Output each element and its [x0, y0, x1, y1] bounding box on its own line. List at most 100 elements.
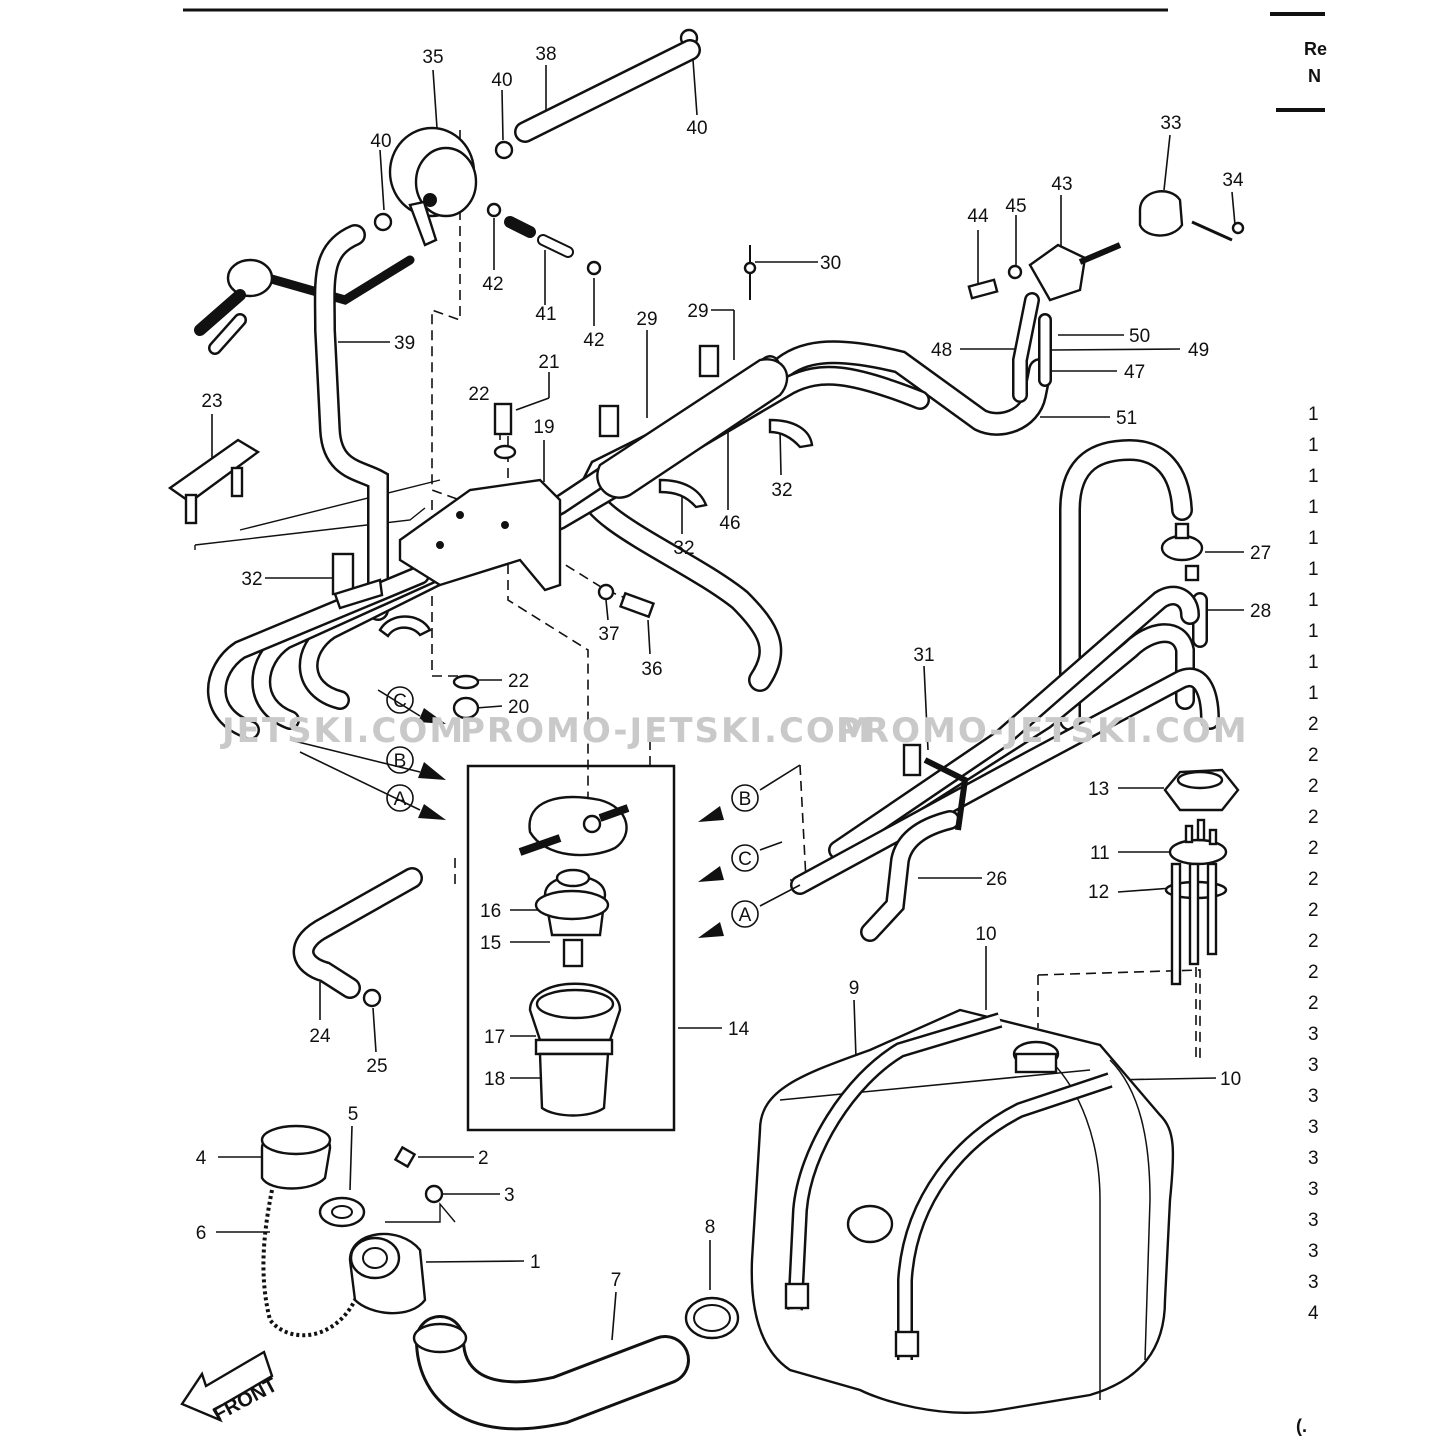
right-edge-row: 2	[1308, 993, 1319, 1014]
callout-27: 27	[1250, 543, 1271, 564]
solid-connector-lines	[194, 479, 456, 1223]
hose-clamp-8	[684, 1296, 740, 1340]
fuel-filter-bowl-35	[388, 126, 478, 247]
filter-bowl-17-18	[528, 982, 622, 1117]
right-edge-row: 2	[1308, 931, 1319, 952]
small-hoses-41-42	[486, 202, 602, 276]
connector-right-b: B	[698, 764, 801, 822]
svg-text:A: A	[739, 905, 752, 926]
right-edge-row: 2	[1308, 807, 1319, 828]
callout-29: 29	[687, 301, 708, 322]
callout-29: 29	[636, 309, 657, 330]
right-fuel-lines	[790, 585, 1220, 942]
callout-17: 17	[484, 1027, 505, 1048]
check-valve-27	[1160, 522, 1204, 582]
pin-30	[743, 245, 757, 300]
callout-15: 15	[480, 933, 501, 954]
callout-32: 32	[673, 538, 694, 559]
filter-box-14	[466, 764, 676, 1132]
right-edge-row: 3	[1308, 1148, 1319, 1169]
right-edge-row: 2	[1308, 714, 1319, 735]
callout-numbers: 35 38 40 40 40 42 41 42 39 23 21 22 19 2…	[196, 44, 1271, 1291]
callout-3: 3	[504, 1185, 515, 1206]
right-edge-row: 1	[1308, 621, 1319, 642]
watermark-1: JETSKI.COM	[220, 711, 465, 751]
watermark-2: PROMO-JETSKI.COM	[460, 711, 873, 751]
svg-text:A: A	[394, 789, 407, 810]
callout-19: 19	[533, 417, 554, 438]
right-edge-row: 1	[1308, 435, 1319, 456]
callout-6: 6	[196, 1223, 207, 1244]
callout-23: 23	[201, 391, 222, 412]
dashed-assembly-lines	[431, 130, 1201, 1060]
right-edge-row: 4	[1308, 1303, 1319, 1324]
bolt-22-21	[493, 402, 517, 460]
callout-16: 16	[480, 901, 501, 922]
sensor-with-wires	[194, 255, 415, 355]
filter-head	[518, 795, 630, 857]
svg-text:C: C	[738, 849, 752, 870]
callout-31: 31	[913, 645, 934, 666]
callout-32: 32	[241, 569, 262, 590]
callout-44: 44	[967, 206, 989, 227]
right-edge-row: 1	[1308, 497, 1319, 518]
leader-lines	[211, 59, 1244, 1341]
right-edge-row: 2	[1308, 962, 1319, 983]
fuel-cap-4-gasket-5-strap-6	[260, 1124, 370, 1338]
watermarks: JETSKI.COM PROMO-JETSKI.COM PROMO-JETSKI…	[220, 711, 1249, 751]
bracket-19	[398, 478, 562, 592]
fuel-gauge-unit-11-12-13	[1163, 768, 1240, 986]
connector-left-c: C	[377, 686, 446, 724]
right-edge-row: 1	[1308, 590, 1319, 611]
callout-28: 28	[1250, 601, 1271, 622]
hose-38	[514, 39, 701, 143]
connector-right-c: C	[698, 841, 783, 882]
callout-38: 38	[535, 44, 556, 65]
right-edge-row: 1	[1308, 652, 1319, 673]
callout-21: 21	[538, 352, 559, 373]
hose-24-clip-25	[292, 867, 423, 1008]
callout-36: 36	[641, 659, 662, 680]
filler-neck-1-screw-2-nut-3	[348, 1145, 444, 1315]
right-edge-row: 3	[1308, 1024, 1319, 1045]
right-edge-row: 3	[1308, 1055, 1319, 1076]
watermark-3: PROMO-JETSKI.COM	[836, 711, 1249, 751]
callout-42: 42	[482, 274, 503, 295]
washer-22-nut-20	[452, 674, 480, 720]
outlet-hose-48-51	[1012, 292, 1052, 403]
callout-10: 10	[975, 924, 996, 945]
right-edge-row: 1	[1308, 559, 1319, 580]
callout-26: 26	[986, 869, 1007, 890]
callout-43: 43	[1051, 174, 1072, 195]
callout-4: 4	[196, 1148, 207, 1169]
clamp-31	[902, 743, 969, 831]
right-edge-row: 2	[1308, 776, 1319, 797]
callout-10: 10	[1220, 1069, 1241, 1090]
callout-48: 48	[931, 340, 952, 361]
callout-42: 42	[583, 330, 604, 351]
fuel-tap-43	[967, 242, 1122, 302]
callout-35: 35	[422, 47, 443, 68]
callout-37: 37	[598, 624, 619, 645]
filter-element-15-16	[534, 868, 610, 968]
clamp-32	[331, 552, 432, 638]
breather-hose-27-28	[1059, 438, 1208, 731]
callout-12: 12	[1088, 882, 1109, 903]
callout-22: 22	[468, 384, 489, 405]
right-edge-row: 3	[1308, 1210, 1319, 1231]
right-edge-row: 3	[1308, 1179, 1319, 1200]
callout-40: 40	[370, 131, 391, 152]
right-edge-row: 1	[1308, 528, 1319, 549]
bolt-36-washer-37	[597, 583, 656, 619]
callout-1: 1	[530, 1252, 541, 1273]
right-edge-row: 3	[1308, 1086, 1319, 1107]
right-edge-row: 3	[1308, 1272, 1319, 1293]
svg-text:C: C	[393, 691, 407, 712]
connector-right-a: A	[698, 884, 801, 938]
fuel-tank-9	[750, 1008, 1175, 1414]
callout-11: 11	[1090, 843, 1110, 864]
callout-22: 22	[508, 671, 529, 692]
callout-24: 24	[309, 1026, 331, 1047]
